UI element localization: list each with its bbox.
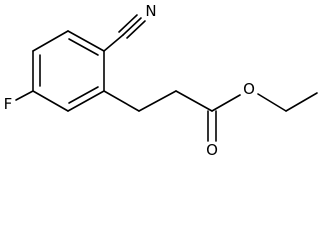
nitrile-group: N xyxy=(103,2,157,52)
ring-double-bond-inner-bottom xyxy=(68,86,99,104)
bond-ring-to-fluorine xyxy=(15,90,34,101)
bond-ester-oxygen-to-ch2 xyxy=(257,93,287,112)
bond-ring-to-nitrile-carbon xyxy=(103,34,124,52)
triple-bond-line-2 xyxy=(118,14,138,33)
nitrogen-atom-label: N xyxy=(145,2,156,20)
bond-carbonyl-to-ester-oxygen xyxy=(211,94,241,112)
ring-bond-c1-c2 xyxy=(67,30,105,52)
chemical-structure: N F O O xyxy=(4,2,318,158)
propanoate-chain: O O xyxy=(103,80,318,158)
ester-oxygen-label: O xyxy=(243,80,255,98)
ring-bond-c4-c5 xyxy=(32,90,69,112)
triple-bond-line-1 xyxy=(122,17,142,36)
fluoro-substituent: F xyxy=(4,90,34,113)
bond-ch2-to-ch3 xyxy=(285,92,318,112)
triple-bond-line-3 xyxy=(126,20,146,39)
bond-ring-to-ch2-a xyxy=(103,90,140,112)
fluorine-atom-label: F xyxy=(4,95,13,113)
ring-bond-c6-c1 xyxy=(32,30,69,52)
bond-ch2-a-to-ch2-b xyxy=(138,90,177,112)
bond-ch2-b-to-carbonyl-carbon xyxy=(175,90,213,112)
ring-double-bond-inner-top xyxy=(68,38,99,56)
ring-bond-c3-c4 xyxy=(67,90,105,112)
benzene-ring xyxy=(32,30,105,112)
carbonyl-oxygen-label: O xyxy=(206,141,218,158)
